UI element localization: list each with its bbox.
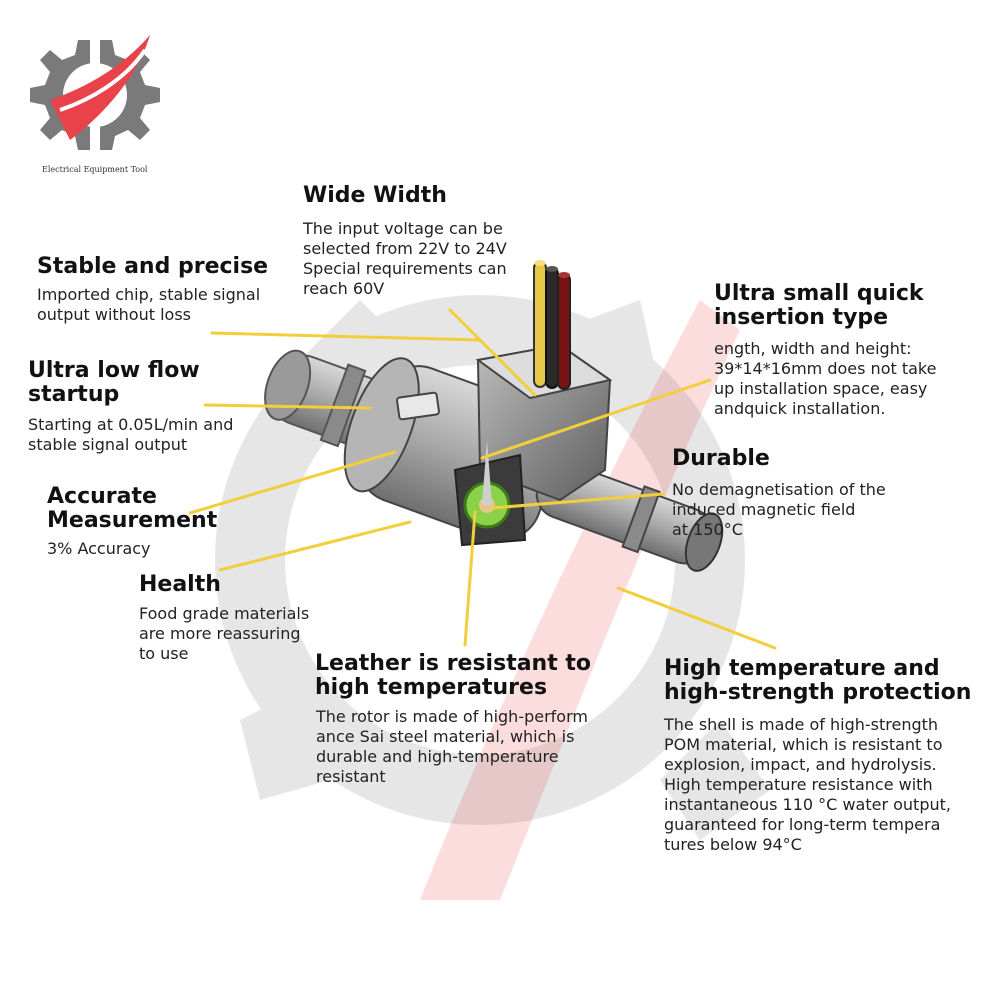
leader-accurate-measurement (188, 450, 397, 515)
leader-ultra-low-flow (203, 403, 372, 410)
feature-title: Leather is resistant to high temperature… (315, 651, 592, 700)
feature-description: No demagnetisation of the induced magnet… (672, 480, 886, 539)
feature-description: 3% Accuracy (47, 539, 151, 558)
leader-high-temp (616, 586, 777, 650)
feature-description: The shell is made of high-strength POM m… (664, 715, 951, 854)
leader-health (218, 520, 412, 572)
leader-durable (490, 492, 665, 510)
feature-title: Ultra low flow startup (28, 358, 200, 407)
feature-title: Health (139, 572, 221, 597)
feature-description: Food grade materials are more reassuring… (139, 604, 310, 663)
leader-stable-precise (210, 331, 482, 342)
feature-title: Ultra small quick insertion type (714, 281, 924, 330)
leader-ultra-small (480, 378, 712, 460)
feature-title: Durable (672, 446, 770, 471)
feature-description: Starting at 0.05L/min and stable signal … (28, 415, 234, 454)
feature-description: The input voltage can be selected from 2… (303, 219, 507, 298)
brand-logo-icon (30, 35, 160, 150)
feature-description: ength, width and height: 39*14*16mm does… (714, 339, 937, 418)
feature-description: The rotor is made of high-perform ance S… (316, 707, 588, 786)
feature-title: High temperature and high-strength prote… (664, 656, 972, 705)
feature-title: Stable and precise (37, 254, 269, 279)
feature-title: Accurate Measurement (47, 484, 218, 533)
feature-description: Imported chip, stable signal output with… (37, 285, 261, 324)
leader-leather-resistant (463, 510, 477, 647)
leader-wide-width (448, 308, 537, 397)
feature-title: Wide Width (303, 183, 447, 208)
brand-logo-text: Electrical Equipment Tool (42, 165, 148, 174)
